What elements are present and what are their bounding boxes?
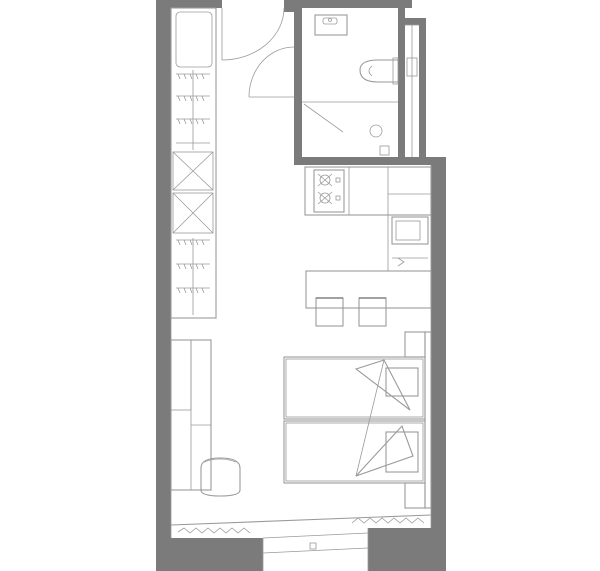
sink-basin [314,14,348,36]
burner [319,174,331,186]
cooktop-icon [313,169,345,213]
bathroom [302,8,419,157]
toilet-icon [359,57,399,85]
window [170,514,432,571]
right-wall-lower [431,160,446,571]
balcony-line [262,547,369,554]
shower-icon [302,101,398,156]
knob [335,177,341,183]
curtain-left [177,527,251,534]
left-wall [156,0,171,571]
hanger-ticks [177,95,205,102]
hanger-rail-icon-1 [176,70,210,150]
toilet-seat [368,65,373,77]
fridge-icon [175,11,213,68]
entry-door-icon [221,0,285,61]
curtain-right [351,517,425,524]
chair-icon [200,457,241,497]
balcony [263,538,368,571]
shower-door [303,103,344,133]
shelf-cross [172,151,214,191]
stool-icon [315,297,344,327]
beds [283,331,432,509]
room-outline [170,8,432,538]
bathroom-top-wall [294,0,412,8]
bed-lower-inner [285,422,424,482]
chair-back [203,458,237,463]
pillow-upper [385,367,419,397]
balcony-line [262,532,369,539]
walls [156,0,446,571]
shaft-icon [405,24,419,157]
stool-icon [358,297,387,327]
burner-cross [317,173,333,187]
bathroom-door-icon [248,46,295,98]
hanger-rail-icon-2 [176,238,210,315]
toilet-bowl [359,59,398,83]
bathroom-bottom-wall [294,157,446,165]
shelf-box-icon [172,151,214,234]
bathroom-right-wall [398,0,405,165]
balcony-handle [309,542,317,550]
blanket-fold-upper [354,359,411,411]
hanger-ticks [177,263,205,270]
blanket-line [355,359,385,477]
faucet-arrow [397,257,405,267]
shelf-cross [172,192,214,234]
shower-drain [369,124,383,138]
cooktop-outline [313,169,345,213]
chair-seat [200,457,241,497]
sink-bowl [322,17,338,25]
bathroom-left-wall [294,0,302,165]
shower-valve [379,145,390,156]
knob [335,195,341,201]
sink-icon [314,14,348,36]
window-line [170,514,432,526]
blanket-fold-lower [355,424,414,477]
toilet-tank [392,57,399,85]
shelf-box [172,192,214,234]
shelf-box [172,151,214,191]
shaft-right [419,18,426,165]
nightstand-lower [404,482,426,509]
kitchen-sink [391,216,429,245]
nightstand-upper [404,331,426,358]
sink-drain [328,18,332,22]
hanger-ticks [177,239,205,246]
top-wall-left [156,0,222,8]
bed-upper-inner [285,358,424,418]
burner-cross [317,191,333,205]
entry-door-swing [221,7,285,61]
hanger-ticks [177,73,205,80]
burner [319,192,331,204]
pillow-lower [385,431,419,473]
hanger-ticks [177,118,205,125]
kitchen-sink-bowl [395,220,421,241]
entry-opening [222,0,284,8]
kitchen-sink-icon [391,216,429,245]
bottom-left-wall [156,538,263,571]
bathroom-door-swing [248,46,295,98]
hanger-ticks [177,287,205,294]
shaft-top [398,18,426,25]
